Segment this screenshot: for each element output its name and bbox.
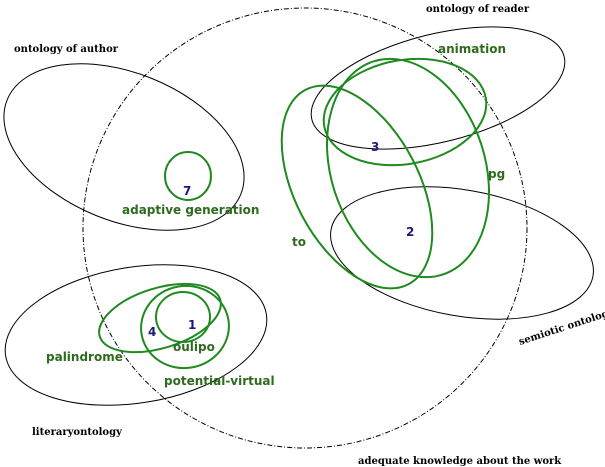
adaptive-generation-label: adaptive generation [122,203,259,217]
adequate-knowledge-label: adequate knowledge about the work [358,456,562,467]
pg-ellipse [326,57,490,279]
animation-label: animation [438,42,506,56]
literary-ontology-label: literaryontology [32,427,123,438]
oulipo-ellipse [155,291,211,343]
literary-ontology-ellipse [4,264,268,406]
semiotic-ontology-ellipse [330,186,594,320]
author-ontology-label: ontology of author [14,44,119,55]
region-number-2: 2 [406,225,414,239]
reader-ontology-label: ontology of reader [426,4,530,15]
region-number-3: 3 [371,140,379,154]
pg-label: pg [488,167,505,181]
to-label: to [292,235,306,249]
author-ontology-ellipse [3,63,245,231]
oulipo-label: oulipo [173,340,215,354]
potential-virtual-ellipse [140,284,230,370]
region-number-4: 4 [148,325,156,339]
region-number-7: 7 [183,184,191,198]
adequate-knowledge-ellipse [82,7,528,449]
reader-ontology-ellipse [310,26,566,150]
region-number-1: 1 [188,318,196,332]
to-ellipse [280,84,434,290]
palindrome-label: palindrome [46,350,123,364]
potential-virtual-label: potential-virtual [164,374,275,388]
adaptive-generation-ellipse [164,151,212,201]
semiotic-ontology-label: semiotic ontology [518,306,605,348]
palindrome-ellipse [98,282,222,354]
